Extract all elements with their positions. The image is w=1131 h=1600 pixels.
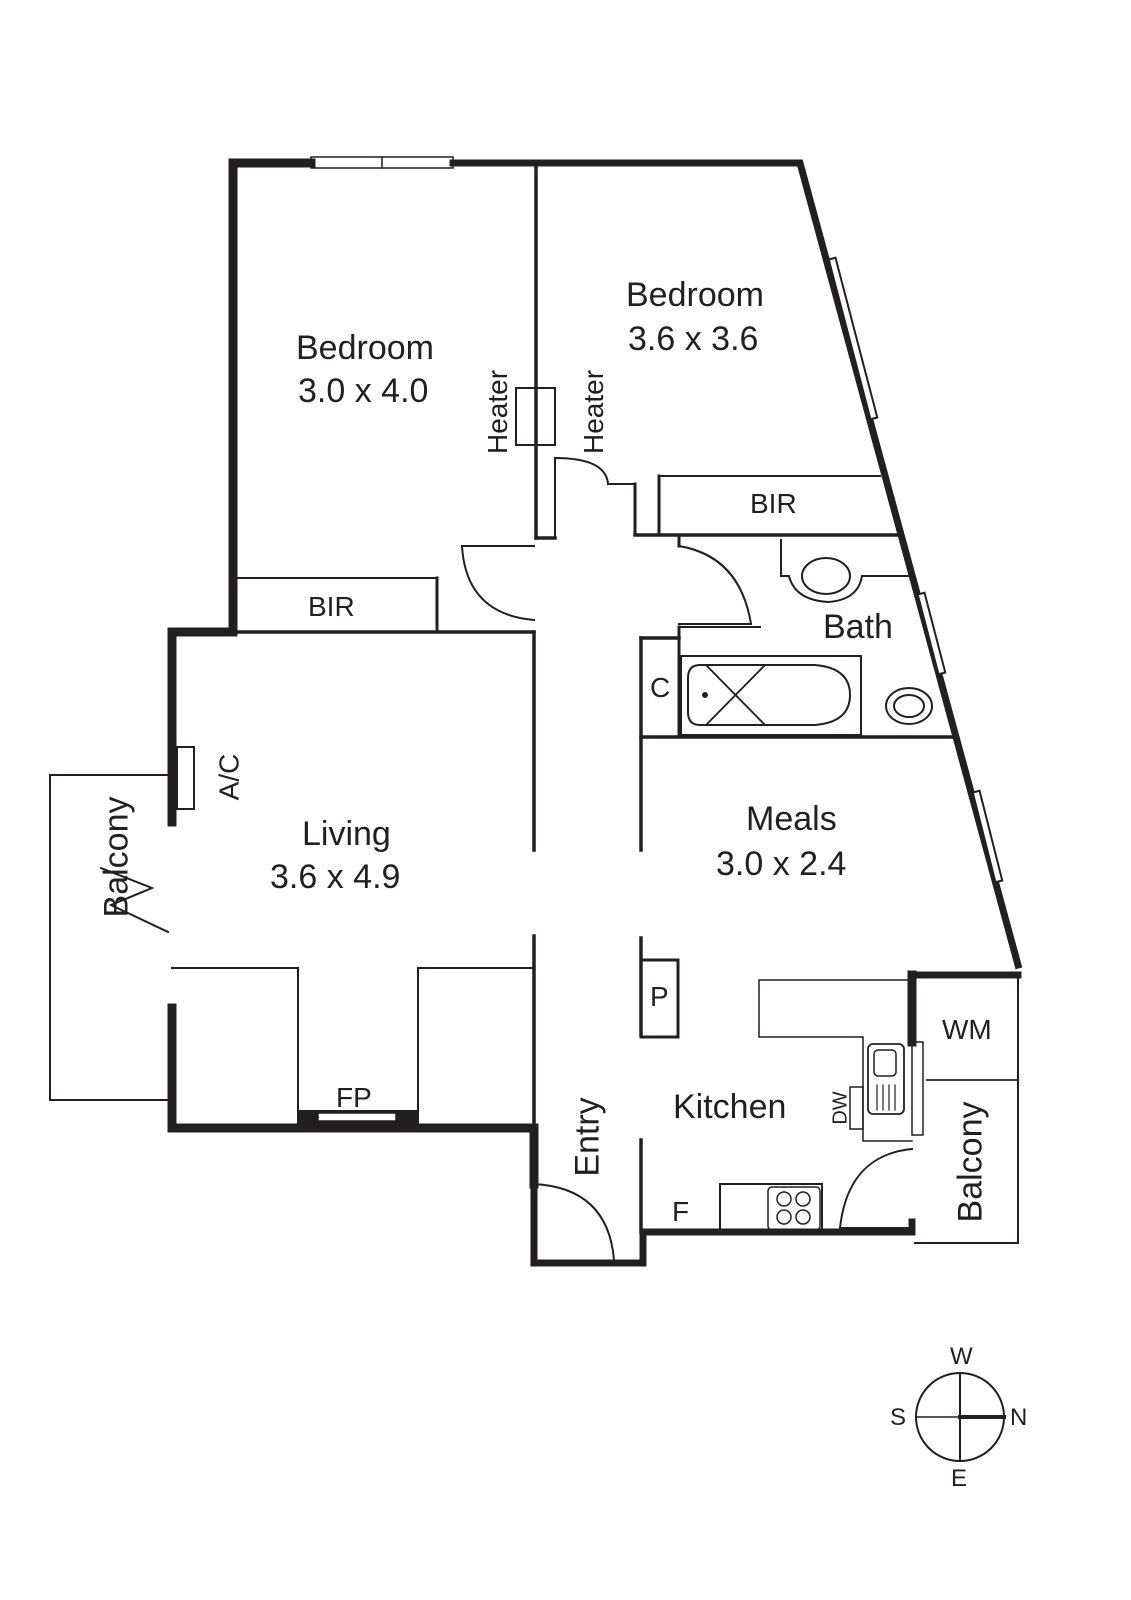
- fixture-cupboard: C: [650, 672, 671, 703]
- room-name-kitchen: Kitchen: [673, 1088, 787, 1126]
- room-dims-living: 3.6 x 4.9: [270, 858, 401, 896]
- fixture-bir-left: BIR: [308, 591, 355, 622]
- compass-south: S: [890, 1404, 907, 1431]
- room-name-balcony-east: Balcony: [951, 1101, 990, 1223]
- fixture-fridge: F: [672, 1196, 690, 1227]
- fixture-washing-machine: WM: [942, 1014, 992, 1045]
- fixture-ac: A/C: [213, 753, 245, 801]
- fixture-fireplace: FP: [336, 1082, 372, 1113]
- room-dims-meals: 3.0 x 2.4: [716, 845, 847, 883]
- room-dims-bedroom1: 3.0 x 4.0: [298, 372, 429, 410]
- fixture-bir-right: BIR: [750, 488, 797, 519]
- room-name-balcony-west: Balcony: [97, 796, 136, 918]
- room-name-bath: Bath: [823, 608, 893, 646]
- room-name-bedroom2: Bedroom: [626, 276, 764, 314]
- fixture-dishwasher: DW: [829, 1091, 852, 1125]
- fixture-heater-right: Heater: [578, 369, 610, 455]
- room-name-living: Living: [302, 815, 391, 853]
- compass-north: N: [1010, 1404, 1028, 1431]
- room-name-meals: Meals: [746, 800, 837, 838]
- compass-east: E: [951, 1465, 968, 1492]
- compass-rose: [915, 1372, 1006, 1462]
- room-name-bedroom1: Bedroom: [296, 329, 434, 367]
- fixture-pantry: P: [650, 981, 669, 1012]
- compass-west: W: [950, 1343, 973, 1370]
- fixture-heater-left: Heater: [482, 369, 514, 455]
- room-dims-bedroom2: 3.6 x 3.6: [628, 320, 759, 358]
- room-name-entry: Entry: [568, 1097, 607, 1177]
